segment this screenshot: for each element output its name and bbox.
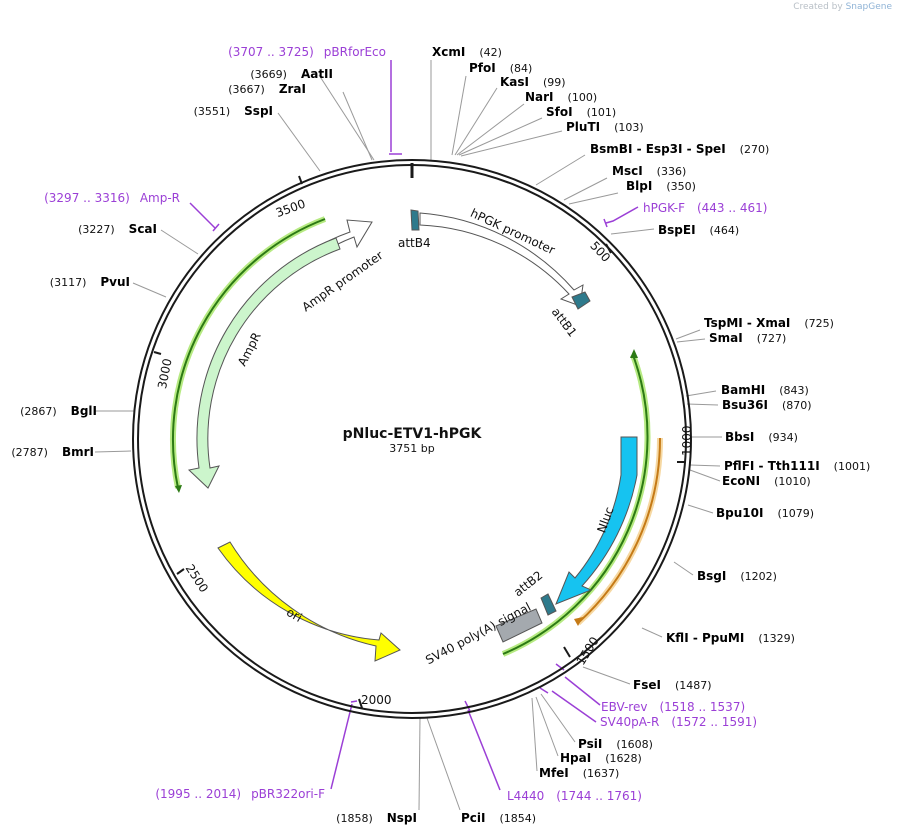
primer-label-l4440: L4440(1744 .. 1761) — [507, 789, 642, 803]
enzyme-label-bbsi: BbsI(934) — [725, 430, 798, 444]
enzyme-label-pflfi-tth111i: PflFI - Tth111I(1001) — [724, 459, 870, 473]
enzyme-label-bamhi: BamHI(843) — [721, 383, 809, 397]
enzyme-label-bpu10i: Bpu10I(1079) — [716, 506, 814, 520]
enzyme-label-zrai: (3667)ZraI — [228, 82, 306, 96]
plasmid-name: pNluc-ETV1-hPGK — [343, 426, 483, 442]
primer-label-sv40pa-r: SV40pA-R(1572 .. 1591) — [600, 715, 757, 729]
enzyme-label-sspi: (3551)SspI — [194, 104, 273, 118]
enzyme-label-kfli-ppumi: KflI - PpuMI(1329) — [666, 631, 795, 645]
primer-label-hpgk-f: hPGK-F(443 .. 461) — [643, 201, 767, 215]
enzyme-label-pluti: PluTI(103) — [566, 120, 644, 134]
sv40-polya-box — [495, 608, 543, 643]
snapgene-watermark: Created by SnapGene — [793, 2, 892, 12]
enzyme-label-econi: EcoNI(1010) — [722, 474, 811, 488]
enzyme-label-fsei: FseI(1487) — [633, 678, 712, 692]
feature-arrows — [187, 209, 638, 662]
enzyme-label-xcmi: XcmI(42) — [432, 45, 502, 59]
enzyme-label-pcii: PciI(1854) — [461, 811, 536, 825]
enzyme-label-nspi: (1858)NspI — [336, 811, 417, 825]
primer-label-pbrforeco: (3707 .. 3725)pBRforEco — [228, 45, 386, 59]
feature-label-attb1: attB1 — [549, 305, 580, 339]
ori-arrow — [217, 541, 401, 662]
enzyme-label-nari: NarI(100) — [525, 90, 597, 104]
enzyme-label-bgli: (2867)BglI — [20, 404, 97, 418]
ampr-arrow — [187, 237, 341, 489]
tick-label-1000: 1000 — [680, 425, 694, 456]
plasmid-size: 3751 bp — [389, 442, 434, 455]
enzyme-label-sfoi: SfoI(101) — [546, 105, 616, 119]
orf-indicators — [169, 216, 664, 657]
primer-label-amp-r: (3297 .. 3316)Amp-R — [44, 191, 180, 205]
map-center-title: pNluc-ETV1-hPGK 3751 bp — [343, 426, 483, 455]
primer-label-ebv-rev: EBV-rev(1518 .. 1537) — [601, 700, 745, 714]
primer-labels: (3707 .. 3725)pBRforEco (3297 .. 3316)Am… — [44, 45, 767, 803]
enzyme-label-hpai: HpaI(1628) — [560, 751, 642, 765]
attb4-marker — [410, 209, 420, 231]
enzyme-label-bsu36i: Bsu36I(870) — [722, 398, 812, 412]
feature-label-ampr: AmpR — [235, 330, 264, 368]
enzyme-label-pvui: (3117)PvuI — [50, 275, 130, 289]
attb1-marker — [571, 291, 591, 310]
orf-ampr-line — [171, 218, 326, 489]
watermark-prefix: Created by — [793, 2, 843, 12]
enzyme-labels: XcmI(42) PfoI(84) KasI(99) NarI(100) Sfo… — [11, 45, 870, 825]
enzyme-label-pfoi: PfoI(84) — [469, 61, 532, 75]
tick-label-3000: 3000 — [155, 357, 175, 390]
enzyme-label-msci: MscI(336) — [612, 164, 686, 178]
tick-label-2500: 2500 — [183, 562, 211, 595]
enzyme-label-smai: SmaI(727) — [709, 331, 786, 345]
position-ticks — [153, 175, 686, 709]
tick-label-2000: 2000 — [361, 693, 392, 707]
snapgene-logo: SnapGene — [845, 2, 892, 12]
enzyme-label-psii: PsiI(1608) — [578, 737, 653, 751]
tick-label-1500: 1500 — [574, 634, 602, 667]
enzyme-label-blpi: BlpI(350) — [626, 179, 696, 193]
orf-reverse-line — [577, 437, 662, 624]
leader-lines — [94, 60, 722, 811]
feature-label-attb2: attB2 — [511, 568, 545, 599]
enzyme-label-bmri: (2787)BmrI — [11, 445, 94, 459]
nluc-arrow — [555, 436, 638, 605]
enzyme-label-kasi: KasI(99) — [500, 75, 566, 89]
enzyme-label-mfei: MfeI(1637) — [539, 766, 619, 780]
attb2-marker — [540, 593, 557, 616]
primer-label-pbr322ori-f: (1995 .. 2014)pBR322ori-F — [155, 787, 325, 801]
feature-label-ori: ori — [284, 605, 305, 625]
orf-nluc-line — [502, 354, 649, 655]
enzyme-label-bsmbi-esp3i-spei: BsmBI - Esp3I - SpeI(270) — [590, 142, 769, 156]
feature-label-attb4: attB4 — [398, 236, 431, 250]
plasmid-backbone — [132, 159, 692, 719]
enzyme-label-aatii: (3669)AatII — [250, 67, 333, 81]
enzyme-label-scai: (3227)ScaI — [78, 222, 157, 236]
enzyme-label-bspei: BspEI(464) — [658, 223, 739, 237]
primer-markers — [189, 60, 639, 791]
enzyme-label-tspmi-xmai: TspMI - XmaI(725) — [704, 316, 834, 330]
enzyme-label-bsgi: BsgI(1202) — [697, 569, 777, 583]
